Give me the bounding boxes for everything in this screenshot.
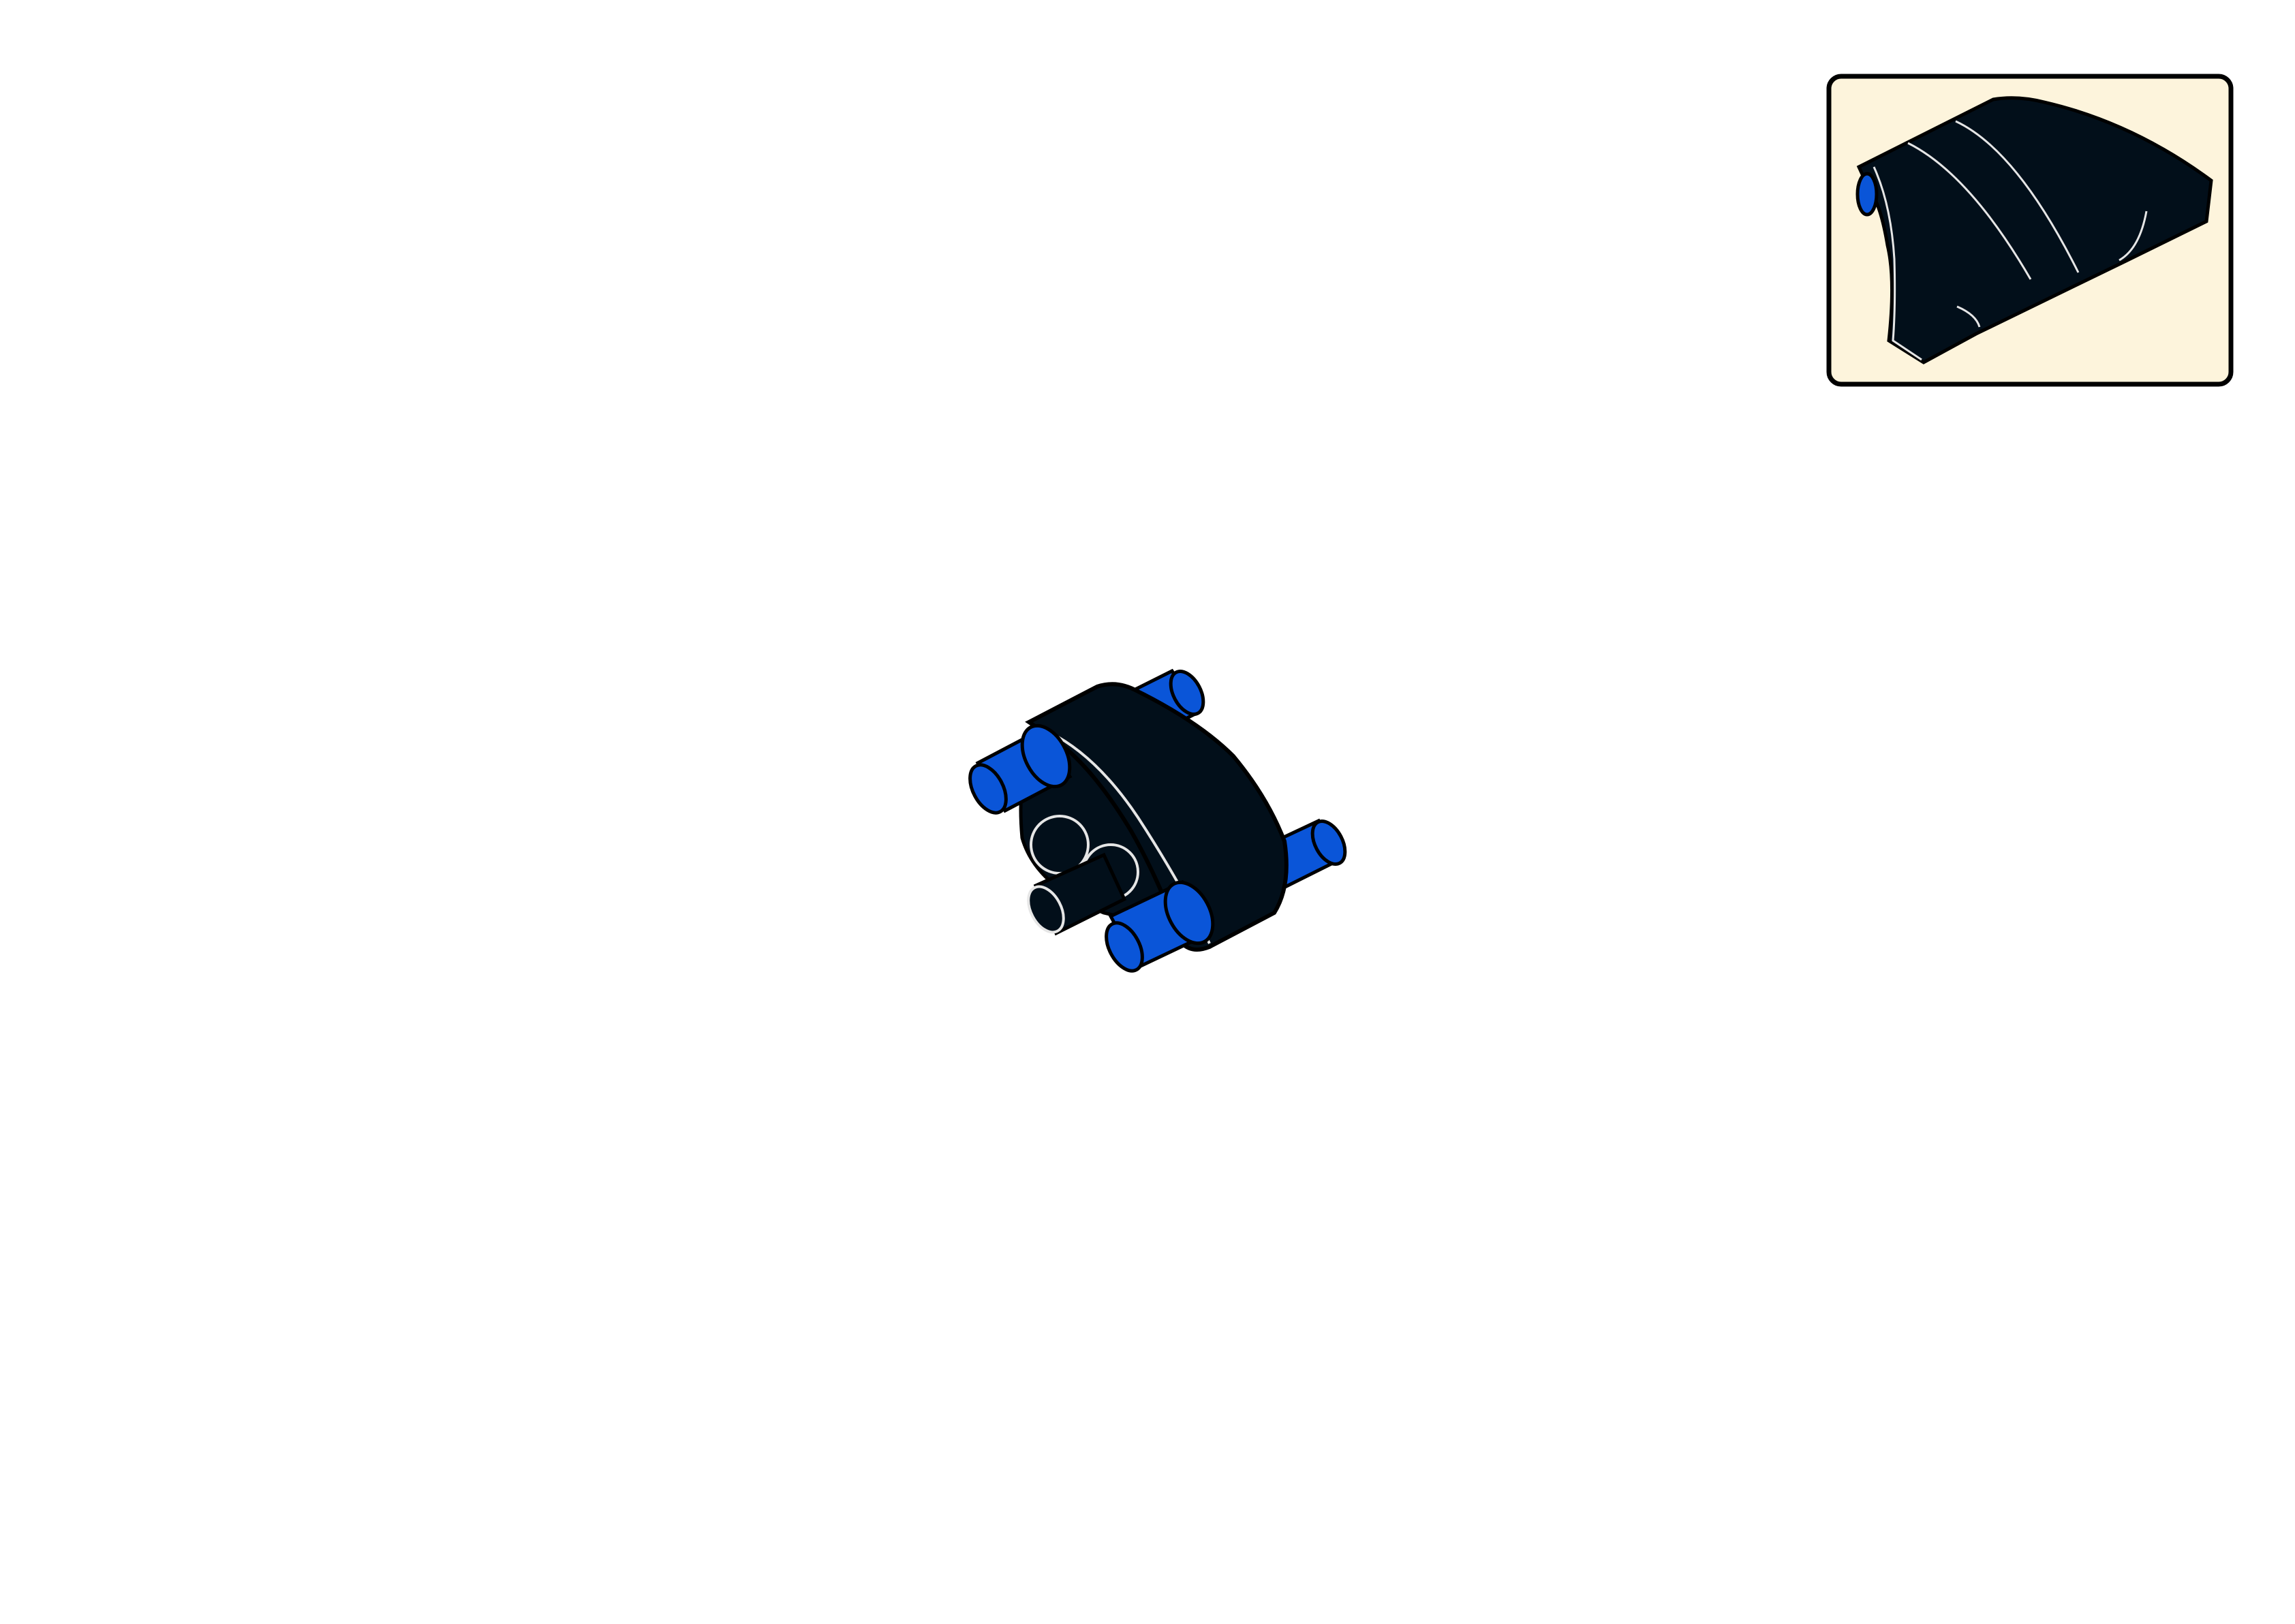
blue-pin-icon xyxy=(968,723,1073,815)
technic-assembly-icon xyxy=(968,668,1347,973)
blue-pin-icon xyxy=(1105,879,1215,973)
parts-callout xyxy=(1826,74,2234,387)
technic-curved-panel-icon xyxy=(1855,96,2213,364)
black-pin-icon xyxy=(1027,852,1127,936)
